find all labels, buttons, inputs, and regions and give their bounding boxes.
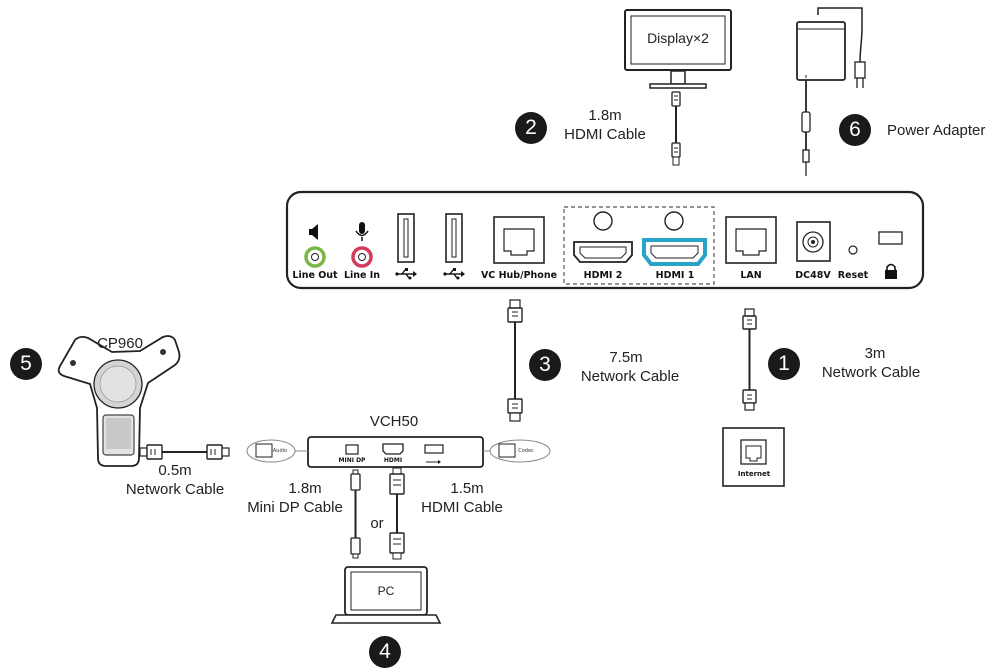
or-label: or: [370, 515, 384, 532]
step-3-length: 7.5m: [609, 349, 643, 366]
mini-dp-length: 1.8m: [288, 480, 322, 497]
power-jack-icon: [796, 221, 831, 262]
vch50-mini-dp-label: MINI DP: [338, 457, 366, 464]
display-monitor: [624, 9, 732, 89]
hdmi-2-port: [573, 211, 633, 263]
internet-wall-jack: [722, 427, 785, 487]
pc-laptop: [330, 566, 442, 624]
usb-port-1: [397, 213, 415, 263]
line-out-jack: [304, 246, 326, 268]
mini-dp-cable: [350, 469, 361, 559]
network-cable-1: [742, 308, 757, 411]
display-label: Display×2: [647, 30, 709, 46]
step-3-cable: Network Cable: [580, 368, 680, 385]
vch50-codec-label: Codec: [518, 448, 534, 454]
usb-icon: [395, 268, 417, 280]
reset-button: [848, 245, 858, 255]
hdmi-2-label: HDMI 2: [583, 270, 623, 281]
hdmi-1-label: HDMI 1: [655, 270, 695, 281]
speaker-icon: [309, 224, 318, 240]
step-5-badge: 5: [10, 348, 42, 380]
step-2-badge: 2: [515, 112, 547, 144]
hdmi-length: 1.5m: [450, 480, 484, 497]
power-adapter-label: Power Adapter: [887, 122, 986, 139]
step-2-length: 1.8m: [588, 107, 622, 124]
hdmi-cable-label: HDMI Cable: [421, 499, 503, 516]
pc-label: PC: [377, 584, 395, 598]
mini-dp-cable-label: Mini DP Cable: [247, 499, 343, 516]
step-4-badge: 4: [369, 636, 401, 668]
ethernet-port-icon: [493, 216, 545, 264]
lock-slot: [878, 231, 903, 245]
vch50-label: VCH50: [369, 413, 419, 430]
vch50-audio-label: Audio: [272, 448, 288, 454]
network-cable-3: [507, 299, 523, 422]
cp960-phone: [57, 335, 181, 467]
step-6-badge: 6: [839, 114, 871, 146]
hdmi-cable-pc: [389, 467, 405, 560]
vch50-hub: [246, 436, 551, 468]
step-1-cable: Network Cable: [821, 364, 921, 381]
step-3-badge: 3: [529, 349, 561, 381]
usb-port-2: [445, 213, 463, 263]
lan-port: [725, 216, 777, 264]
line-in-jack: [351, 246, 373, 268]
lock-icon: [885, 263, 897, 279]
usb-icon: [443, 268, 465, 280]
internet-label: Internet: [737, 470, 771, 478]
line-in-label: Line In: [343, 270, 381, 281]
step-5-length: 0.5m: [158, 462, 192, 479]
vc-hub-phone-label: VC Hub/Phone: [480, 270, 558, 281]
vch50-hdmi-label: HDMI: [383, 457, 403, 464]
step-5-cable: Network Cable: [125, 481, 225, 498]
reset-label: Reset: [837, 270, 869, 281]
step-1-badge: 1: [768, 348, 800, 380]
network-cable-5: [139, 444, 230, 460]
hdmi-cable-display: [671, 91, 681, 166]
hdmi-1-port: [642, 211, 707, 266]
step-2-cable: HDMI Cable: [564, 126, 646, 143]
microphone-icon: [355, 222, 369, 241]
dc48v-label: DC48V: [795, 270, 831, 281]
line-out-label: Line Out: [292, 270, 338, 281]
power-adapter-brick: [796, 7, 866, 176]
lan-label: LAN: [740, 270, 762, 281]
step-1-length: 3m: [864, 345, 886, 362]
cp960-label: CP960: [97, 335, 143, 352]
